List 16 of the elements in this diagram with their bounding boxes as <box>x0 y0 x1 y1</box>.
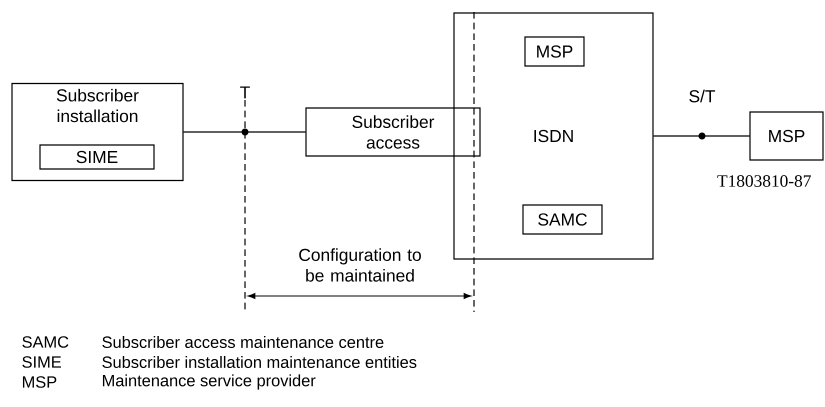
centre-box: SAMC <box>522 204 603 235</box>
definition: Subscriber access maintenance centre <box>102 336 384 348</box>
access-box: Subscriber access <box>305 107 481 157</box>
entity-box: SIME <box>39 144 155 170</box>
connector-line <box>184 131 306 133</box>
abbreviation: SAMC <box>22 336 68 348</box>
connector-line <box>654 135 750 137</box>
abbreviation: SIME <box>22 356 61 368</box>
definition: Subscriber installation maintenance entities <box>102 356 416 368</box>
reference-point-label: T <box>240 86 250 98</box>
provider-box: MSP <box>749 111 824 161</box>
provider-box: MSP <box>524 36 585 67</box>
abbreviation: MSP <box>22 376 56 388</box>
reference-point-label: S/T <box>689 90 716 102</box>
dimension-label: Configuration to be maintained <box>299 248 421 282</box>
definition: Maintenance service provider <box>102 374 316 390</box>
